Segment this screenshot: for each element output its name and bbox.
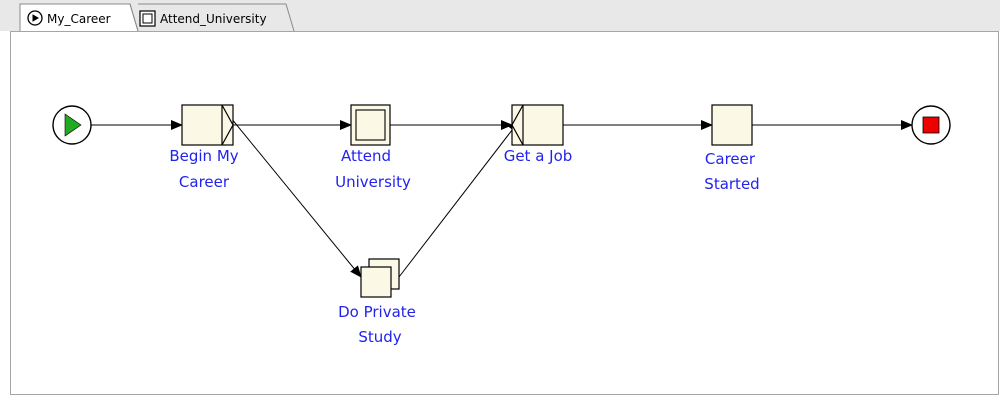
end-condition-icon[interactable] [911,105,951,145]
task-get-a-job-label: Get a Job [504,147,573,165]
composite-square-icon [139,10,156,27]
task-begin-my-career-label-line2: Career [179,173,230,191]
diagram-canvas[interactable]: Begin My Career Attend University Get a … [10,31,999,395]
tab-attend-university-label: Attend_University [160,12,267,26]
task-begin-my-career-label-line1: Begin My [169,147,238,165]
tab-bar: My_Career Attend_University [0,0,1000,31]
start-condition-icon[interactable] [52,105,92,145]
task-attend-university-label-line2: University [335,173,411,191]
tab-my-career-label: My_Career [47,12,111,26]
task-do-private-study-label-line2: Study [358,328,401,346]
task-career-started-label-line1: Career [705,150,756,168]
task-do-private-study[interactable] [360,258,400,298]
tab-attend-university[interactable]: Attend_University [129,3,295,31]
task-begin-my-career[interactable] [181,104,234,146]
tab-my-career[interactable]: My_Career [19,3,139,31]
play-circle-icon [27,10,43,26]
task-attend-university-label-line1: Attend [341,147,391,165]
task-do-private-study-label-line1: Do Private [338,303,416,321]
task-get-a-job[interactable] [511,104,564,146]
flow-begin-to-private-study [221,106,362,278]
flow-connectors [91,106,913,278]
task-career-started-label-line2: Started [704,175,759,193]
task-career-started[interactable] [711,104,753,146]
task-attend-university[interactable] [350,104,391,146]
flow-private-study-to-getjob [398,120,520,278]
